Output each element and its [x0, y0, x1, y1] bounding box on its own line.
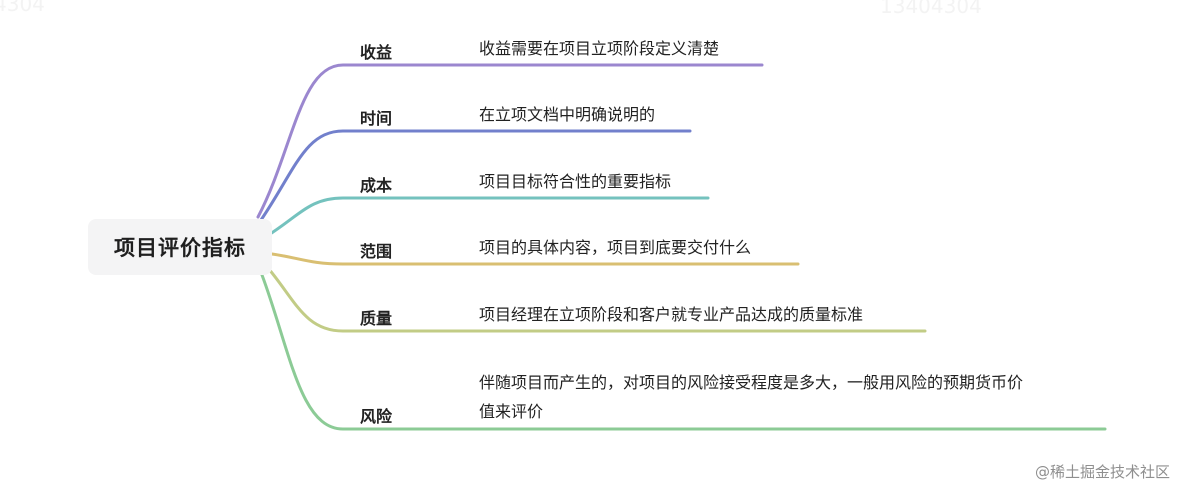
ghost-watermark-right: 13404304	[880, 0, 982, 18]
branch-desc-quality: 项目经理在立项阶段和客户就专业产品达成的质量标准	[479, 305, 864, 324]
connector-cost	[265, 196, 710, 238]
branch-desc-risk-line-2: 值来评价	[479, 402, 544, 421]
branch-label-revenue: 收益	[360, 43, 393, 62]
connector-revenue	[256, 63, 764, 219]
ghost-watermark-left: 4304	[0, 0, 45, 16]
branch-desc-cost: 项目目标符合性的重要指标	[479, 172, 672, 191]
connector-risk	[260, 273, 1107, 431]
site-watermark: @稀土掘金技术社区	[1034, 463, 1170, 481]
connector-quality	[266, 266, 927, 333]
connector-time	[259, 129, 692, 222]
branch-desc-revenue: 收益需要在项目立项阶段定义清楚	[479, 39, 720, 58]
root-label: 项目评价指标	[114, 236, 246, 260]
branch-desc-scope: 项目的具体内容，项目到底要交付什么	[479, 238, 752, 257]
branch-label-risk: 风险	[360, 407, 393, 426]
branch-desc-risk-line-1: 伴随项目而产生的，对项目的风险接受程度是多大，一般用风险的预期货币价	[479, 373, 1024, 392]
branch-label-cost: 成本	[360, 176, 393, 195]
branch-label-quality: 质量	[360, 309, 393, 328]
root-node[interactable]: 项目评价指标	[88, 219, 272, 275]
branch-label-scope: 范围	[360, 242, 393, 261]
branch-desc-time: 在立项文档中明确说明的	[479, 105, 656, 124]
branch-label-time: 时间	[360, 109, 393, 128]
connector-scope	[270, 252, 800, 266]
